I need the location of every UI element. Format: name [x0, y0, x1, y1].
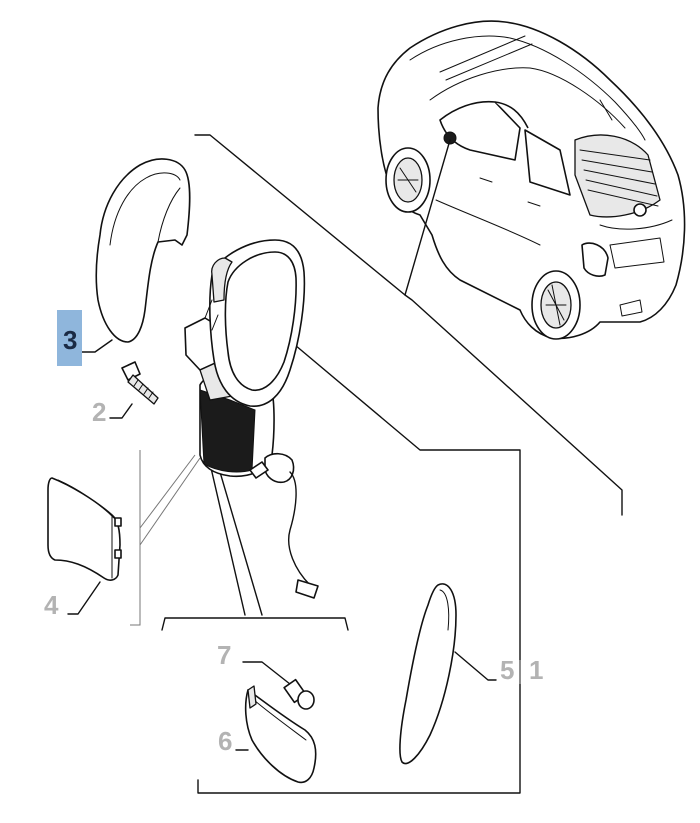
mirror-housing-assembly: [184, 239, 319, 599]
lower-cover: [47, 477, 122, 581]
side-indicator-lamp: [244, 685, 317, 784]
callout-3-highlight: [57, 310, 82, 366]
callout-6[interactable]: 6: [218, 726, 232, 756]
callout-leaders: [67, 339, 497, 751]
vehicle-illustration: [377, 20, 686, 340]
mirror-location-marker: [443, 131, 457, 145]
callout-1[interactable]: 1: [529, 655, 543, 685]
callout-7[interactable]: 7: [217, 640, 231, 670]
mounting-screw: [121, 361, 159, 405]
mirror-cap-cover: [95, 158, 191, 343]
callout-4[interactable]: 4: [44, 590, 59, 620]
callout-3[interactable]: 3: [63, 325, 77, 355]
callout-5[interactable]: 5: [500, 655, 514, 685]
callout-2[interactable]: 2: [92, 397, 106, 427]
leader-lines: [130, 134, 623, 794]
mirror-glass: [399, 583, 457, 765]
indicator-bulb: [242, 661, 315, 710]
